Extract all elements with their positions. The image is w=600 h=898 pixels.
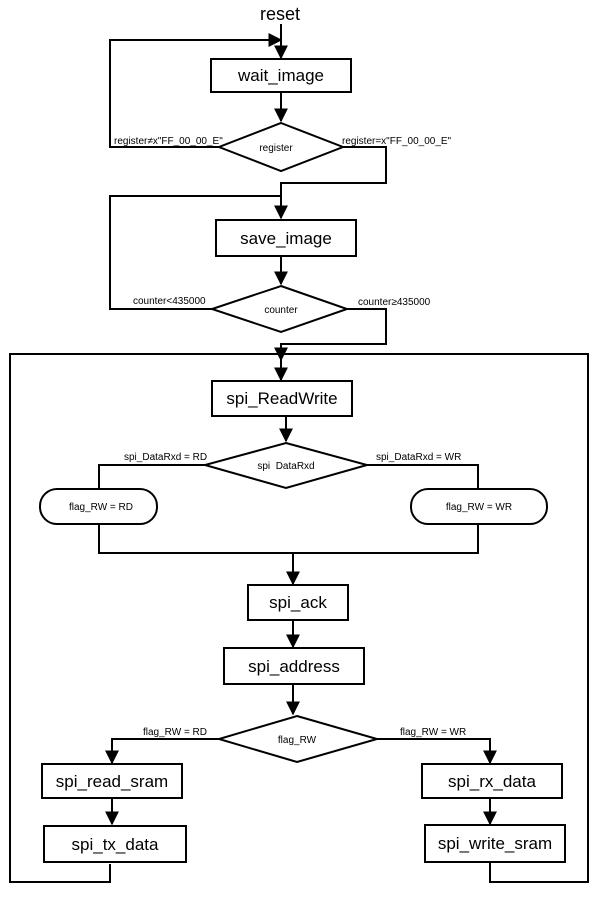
state-spi-rx-data-label: spi_rx_data bbox=[448, 772, 536, 791]
state-spi-write-sram-label: spi_write_sram bbox=[438, 834, 552, 853]
loop-register-back bbox=[109, 33, 283, 148]
action-flag-rw-rd-label: flag_RW = RD bbox=[69, 502, 133, 513]
cond-counter-geq: counter≥435000 bbox=[358, 297, 431, 308]
action-flag-rw-wr: flag_RW = WR bbox=[410, 488, 548, 525]
state-spi-ack: spi_ack bbox=[247, 584, 349, 621]
state-save-image-label: save_image bbox=[240, 229, 332, 248]
state-spi-readwrite: spi_ReadWrite bbox=[211, 380, 353, 417]
state-spi-address: spi_address bbox=[223, 647, 365, 685]
state-spi-address-label: spi_address bbox=[248, 657, 340, 676]
merge-flags bbox=[98, 524, 479, 554]
loop-counter-back bbox=[109, 195, 281, 310]
branch-flag-wr bbox=[377, 738, 497, 765]
cond-flag-wr: flag_RW = WR bbox=[400, 727, 466, 738]
decision-spi-datarxd-label: spi DataRxd bbox=[257, 461, 314, 472]
branch-flag-rd bbox=[105, 738, 219, 765]
state-save-image: save_image bbox=[215, 219, 357, 257]
cond-datarxd-wr: spi_DataRxd = WR bbox=[376, 452, 461, 463]
action-flag-rw-rd: flag_RW = RD bbox=[39, 488, 158, 525]
state-spi-ack-label: spi_ack bbox=[269, 593, 327, 612]
decision-spi-datarxd: spi DataRxd bbox=[201, 441, 371, 490]
decision-register-label: register bbox=[259, 143, 293, 154]
state-spi-rx-data: spi_rx_data bbox=[421, 763, 563, 799]
state-spi-tx-data: spi_tx_data bbox=[43, 825, 187, 863]
state-spi-tx-data-label: spi_tx_data bbox=[72, 835, 159, 854]
cond-register-equal: register=x"FF_00_00_E" bbox=[342, 136, 452, 147]
decision-register: register bbox=[216, 121, 346, 173]
branch-datarxd-rd bbox=[98, 464, 205, 488]
start-label: reset bbox=[260, 4, 300, 24]
state-spi-read-sram-label: spi_read_sram bbox=[56, 772, 168, 791]
arrow-counter-spi bbox=[274, 308, 387, 362]
state-spi-write-sram: spi_write_sram bbox=[424, 824, 566, 863]
action-flag-rw-wr-label: flag_RW = WR bbox=[446, 502, 512, 513]
state-spi-read-sram: spi_read_sram bbox=[41, 763, 183, 799]
cond-register-not-equal: register≠x"FF_00_00_E" bbox=[114, 136, 223, 147]
cond-datarxd-rd: spi_DataRxd = RD bbox=[124, 452, 207, 463]
decision-flag-rw-label: flag_RW bbox=[278, 735, 317, 746]
state-wait-image-label: wait_image bbox=[237, 66, 324, 85]
branch-datarxd-wr bbox=[367, 464, 479, 488]
outer-loop bbox=[9, 353, 589, 883]
cond-flag-rd: flag_RW = RD bbox=[143, 727, 207, 738]
decision-flag-rw: flag_RW bbox=[215, 714, 381, 764]
state-wait-image: wait_image bbox=[210, 58, 352, 93]
state-spi-readwrite-label: spi_ReadWrite bbox=[226, 389, 337, 408]
cond-counter-less: counter<435000 bbox=[133, 296, 206, 307]
decision-counter-label: counter bbox=[264, 305, 298, 316]
decision-counter: counter bbox=[208, 284, 351, 334]
arrow-register-save bbox=[274, 146, 387, 220]
